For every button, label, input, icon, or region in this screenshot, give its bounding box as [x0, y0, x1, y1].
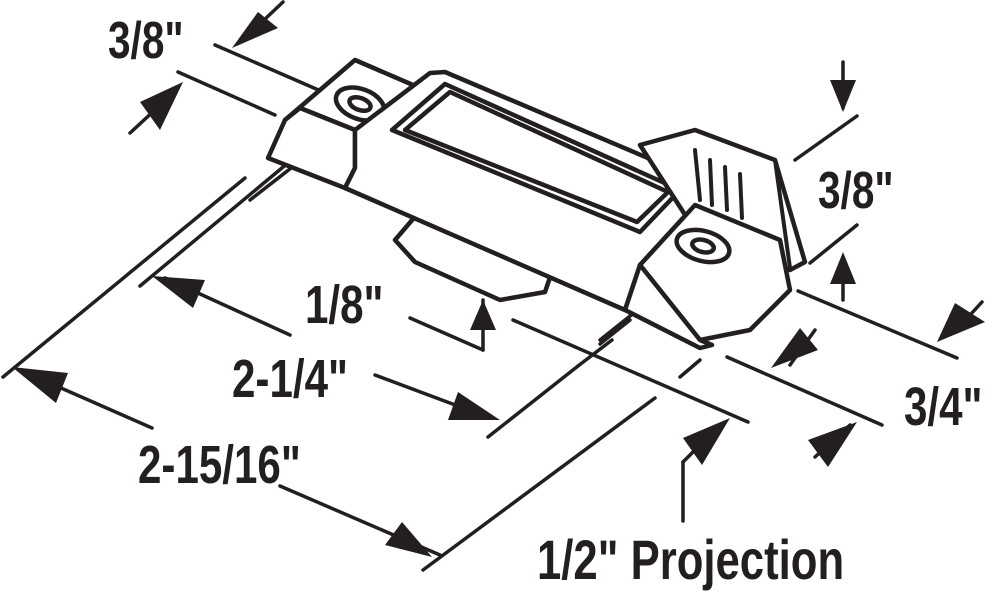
label-width: 3/4": [904, 377, 983, 437]
label-mount-height-left: 3/8": [108, 12, 184, 70]
sash-lock-part: [265, 57, 808, 351]
label-overall-length: 2-15/16": [138, 435, 301, 495]
label-keeper-clearance: 1/8": [305, 275, 384, 335]
label-projection: 1/2" Projection: [537, 528, 845, 591]
label-lever-height-right: 3/8": [818, 162, 894, 220]
label-hole-spacing: 2-1/4": [232, 349, 348, 409]
